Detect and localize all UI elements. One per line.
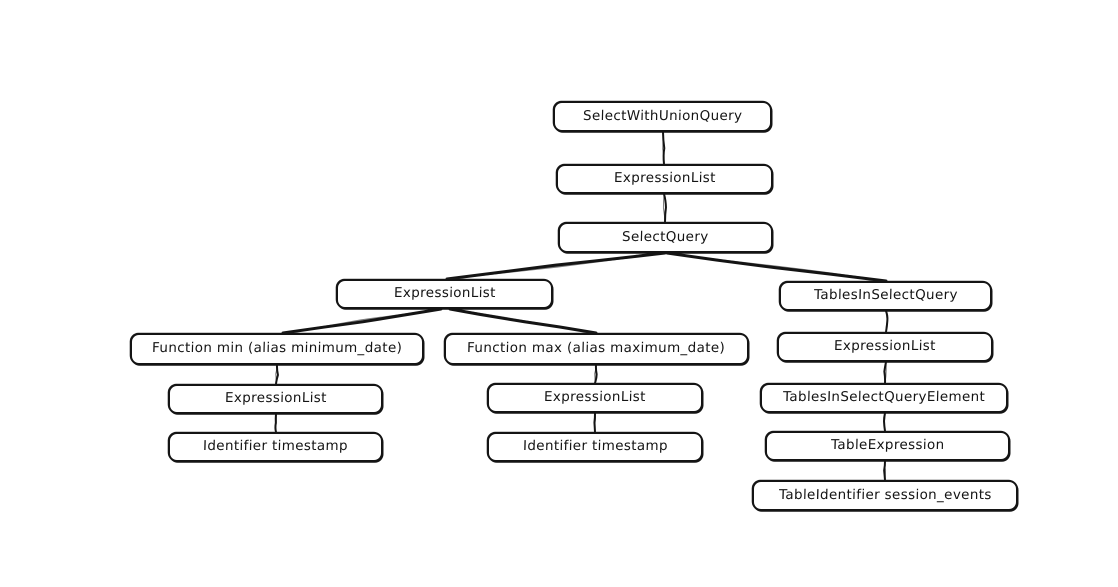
- ast-edge-n10-to-n13: [883, 412, 886, 432]
- ast-node-expressionlist[interactable]: ExpressionList: [168, 384, 383, 414]
- ast-node-label: ExpressionList: [393, 285, 496, 302]
- ast-edge-n6-to-n9: [594, 364, 598, 384]
- ast-edge-n13-to-n14: [883, 460, 887, 481]
- ast-node-label: TablesInSelectQueryElement: [782, 389, 986, 406]
- ast-node-tableexpression[interactable]: TableExpression: [765, 431, 1010, 461]
- ast-edge-n9-to-n12: [593, 412, 597, 433]
- ast-node-label: SelectWithUnionQuery: [582, 107, 743, 124]
- ast-node-label: SelectQuery: [622, 228, 709, 245]
- ast-node-function-max-alias-maximum-date[interactable]: Function max (alias maximum_date): [444, 333, 749, 365]
- ast-node-tablesinselectqueryelement[interactable]: TablesInSelectQueryElement: [760, 383, 1008, 413]
- ast-edge-n3-to-n6: [448, 307, 598, 335]
- ast-node-expressionlist[interactable]: ExpressionList: [336, 279, 553, 309]
- ast-node-label: TableIdentifier session_events: [778, 486, 992, 503]
- ast-node-expressionlist[interactable]: ExpressionList: [777, 332, 993, 362]
- ast-node-tablesinselectquery[interactable]: TablesInSelectQuery: [779, 281, 992, 311]
- ast-edge-n1-to-n2: [662, 193, 667, 223]
- ast-node-label: Identifier timestamp: [202, 438, 349, 455]
- ast-edge-n8-to-n11: [274, 413, 277, 433]
- ast-node-label: Function min (alias minimum_date): [151, 340, 403, 357]
- ast-node-identifier-timestamp[interactable]: Identifier timestamp: [168, 432, 383, 462]
- ast-node-label: ExpressionList: [224, 390, 327, 407]
- ast-node-label: TablesInSelectQuery: [813, 287, 958, 304]
- ast-node-function-min-alias-minimum-date[interactable]: Function min (alias minimum_date): [130, 333, 424, 365]
- ast-node-label: TableExpression: [830, 437, 945, 454]
- ast-edge-n2-to-n4: [665, 251, 888, 283]
- ast-node-expressionlist[interactable]: ExpressionList: [487, 383, 703, 413]
- ast-edge-n3-to-n5: [281, 307, 443, 335]
- ast-node-selectquery[interactable]: SelectQuery: [558, 222, 773, 253]
- ast-node-label: ExpressionList: [833, 338, 937, 355]
- ast-edge-n5-to-n8: [275, 364, 279, 385]
- ast-node-tableidentifier-session-events[interactable]: TableIdentifier session_events: [752, 480, 1018, 511]
- ast-node-label: ExpressionList: [613, 170, 716, 187]
- ast-edge-n2-to-n3: [445, 251, 667, 281]
- ast-node-expressionlist[interactable]: ExpressionList: [556, 164, 773, 194]
- ast-edge-n7-to-n10: [883, 361, 887, 384]
- ast-edge-n0-to-n1: [662, 131, 666, 165]
- ast-node-label: ExpressionList: [543, 389, 647, 406]
- ast-node-label: Function max (alias maximum_date): [467, 340, 726, 357]
- ast-edge-n4-to-n7: [885, 310, 889, 333]
- ast-node-identifier-timestamp[interactable]: Identifier timestamp: [487, 432, 703, 462]
- ast-node-label: Identifier timestamp: [522, 438, 668, 455]
- ast-node-selectwithunionquery[interactable]: SelectWithUnionQuery: [553, 101, 772, 132]
